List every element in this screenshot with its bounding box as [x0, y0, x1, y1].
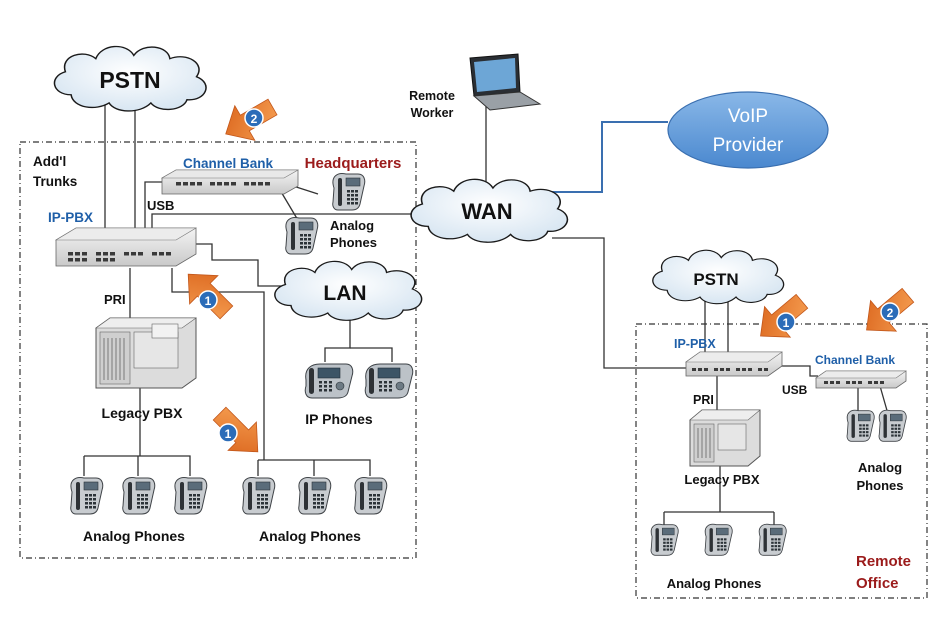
usb-remote-label: USB — [782, 383, 808, 397]
ip-pbx-hq-label: IP-PBX — [48, 210, 93, 225]
analog-phone-icon — [242, 477, 276, 515]
headquarters-label: Headquarters — [305, 155, 402, 172]
analog-phone-icon — [878, 409, 907, 442]
badge-2-hq — [244, 108, 264, 128]
voip-link — [548, 121, 668, 193]
legacy-pbx-remote-label: Legacy PBX — [684, 472, 759, 487]
badge-1-remote-text: 1 — [783, 316, 790, 330]
analog-phones-remote-right-line1: Analog — [858, 460, 902, 475]
channel-bank-hq — [160, 169, 300, 195]
badge-1-remote — [776, 312, 796, 332]
lan-label: LAN — [323, 282, 366, 305]
analog-phone-icon — [704, 523, 733, 556]
pri-hq-label: PRI — [104, 292, 126, 307]
pstn-remote-label: PSTN — [693, 270, 738, 289]
analog-phone-icon — [332, 173, 366, 211]
arrow-icon — [205, 399, 273, 467]
legacy-pbx-hq-label: Legacy PBX — [102, 405, 184, 421]
analog-phone-icon — [285, 217, 319, 255]
badge-1-analog — [218, 423, 238, 443]
remote-worker-line2: Worker — [411, 106, 454, 120]
ip-pbx-remote — [685, 351, 783, 377]
badge-1-analog-text: 1 — [225, 427, 232, 441]
remote-worker-line1: Remote — [409, 89, 455, 103]
analog-phone-icon — [758, 523, 787, 556]
pstn-hq-label: PSTN — [99, 67, 160, 93]
addl-trunks-line1: Add'l — [33, 154, 66, 169]
ip-pbx-remote-label: IP-PBX — [674, 337, 716, 351]
analog-phones-hq-small-line1: Analog — [330, 218, 374, 233]
analog-phone-icon — [650, 523, 679, 556]
analog-phones-hq-small-line2: Phones — [330, 235, 377, 250]
channel-bank-remote — [815, 370, 907, 389]
channel-bank-hq-label: Channel Bank — [183, 156, 274, 171]
badge-1-ippbx — [198, 290, 218, 310]
analog-phones-hq-left-label: Analog Phones — [83, 528, 185, 544]
ip-phone-icon — [364, 363, 414, 399]
laptop-icon — [469, 53, 542, 111]
ip-phones-label: IP Phones — [305, 411, 373, 427]
analog-phone-icon — [298, 477, 332, 515]
analog-phone-icon — [70, 477, 104, 515]
voip-provider-line1: VoIP — [728, 106, 768, 127]
channel-bank-remote-label: Channel Bank — [815, 353, 895, 367]
pri-remote-label: PRI — [693, 393, 714, 407]
analog-phone-icon — [174, 477, 208, 515]
analog-phones-remote-right-line2: Phones — [857, 478, 904, 493]
badge-1-ippbx-text: 1 — [205, 294, 212, 308]
legacy-pbx-hq — [95, 317, 197, 389]
wan-label: WAN — [461, 199, 512, 224]
badge-2-remote-text: 2 — [887, 306, 894, 320]
addl-trunks-line2: Trunks — [33, 174, 77, 189]
badge-2-remote — [880, 302, 900, 322]
analog-phone-icon — [122, 477, 156, 515]
ip-pbx-hq — [54, 227, 198, 267]
ip-phone-icon — [304, 363, 354, 399]
usb-hq-label: USB — [147, 198, 174, 213]
analog-phones-hq-right-label: Analog Phones — [259, 528, 361, 544]
badge-2-hq-text: 2 — [251, 112, 258, 126]
remote-office-line2: Office — [856, 575, 899, 592]
remote-office-line1: Remote — [856, 553, 911, 570]
analog-phones-remote-bottom-label: Analog Phones — [667, 576, 762, 591]
legacy-pbx-remote — [689, 409, 761, 467]
voip-provider-cloud — [667, 91, 829, 169]
headquarters-boundary — [19, 141, 417, 559]
analog-phone-icon — [354, 477, 388, 515]
voip-provider-line2: Provider — [713, 135, 784, 156]
analog-phone-icon — [846, 409, 875, 442]
